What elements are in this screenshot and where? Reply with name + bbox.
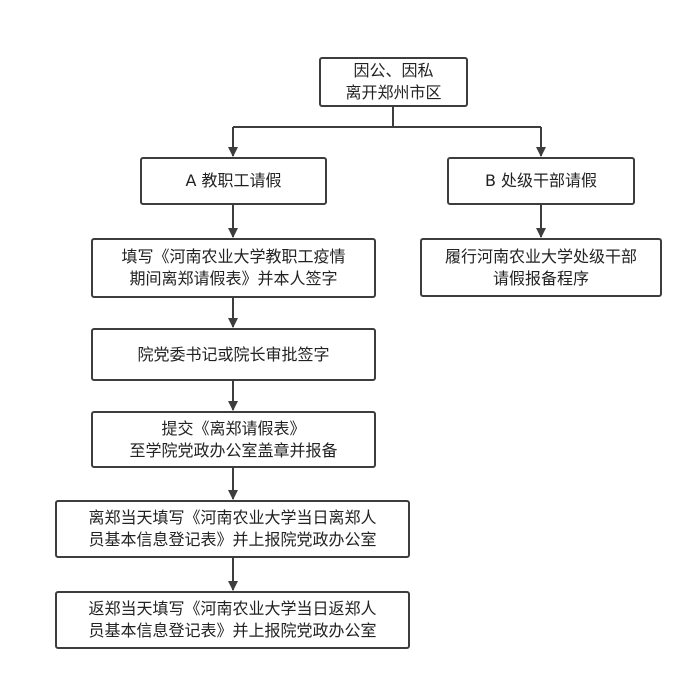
node-a-step-5-line-2: 员基本信息登记表》并上报院党政办公室 [88, 621, 377, 640]
node-start: 因公、因私 离开郑州市区 [319, 57, 468, 107]
node-branch-b: B 处级干部请假 [447, 157, 635, 205]
node-a-step-3-line-1: 提交《离郑请假表》 [161, 418, 306, 438]
node-a-step-2: 院党委书记或院长审批签字 [91, 328, 376, 381]
node-branch-a: A 教职工请假 [140, 157, 327, 205]
node-start-line-2: 离开郑州市区 [345, 83, 442, 102]
node-a-step-5: 返郑当天填写《河南农业大学当日返郑人 员基本信息登记表》并上报院党政办公室 [55, 591, 410, 649]
node-start-line-1: 因公、因私 [353, 61, 434, 80]
node-a-step-1: 填写《河南农业大学教职工疫情 期间离郑请假表》并本人签字 [91, 238, 376, 298]
node-b-step-1: 履行河南农业大学处级干部 请假报备程序 [420, 238, 662, 297]
node-a-step-2-label: 院党委书记或院长审批签字 [137, 344, 330, 364]
node-a-step-4: 离郑当天填写《河南农业大学当日离郑人 员基本信息登记表》并上报院党政办公室 [55, 500, 410, 558]
node-a-step-3: 提交《离郑请假表》 至学院党政办公室盖章并报备 [91, 411, 376, 468]
node-a-step-4-line-2: 员基本信息登记表》并上报院党政办公室 [88, 530, 377, 549]
node-b-step-1-line-1: 履行河南农业大学处级干部 [444, 246, 637, 266]
node-a-step-1-line-2: 期间离郑请假表》并本人签字 [129, 269, 338, 288]
node-a-step-4-line-1: 离郑当天填写《河南农业大学当日离郑人 [88, 508, 377, 527]
node-a-step-1-line-1: 填写《河南农业大学教职工疫情 [121, 247, 346, 266]
node-branch-b-label: B 处级干部请假 [484, 171, 598, 190]
node-a-step-5-line-1: 返郑当天填写《河南农业大学当日返郑人 [88, 599, 377, 618]
node-a-step-3-line-2: 至学院党政办公室盖章并报备 [129, 440, 338, 460]
node-b-step-1-line-2: 请假报备程序 [492, 268, 589, 288]
node-branch-a-label: A 教职工请假 [185, 171, 282, 190]
